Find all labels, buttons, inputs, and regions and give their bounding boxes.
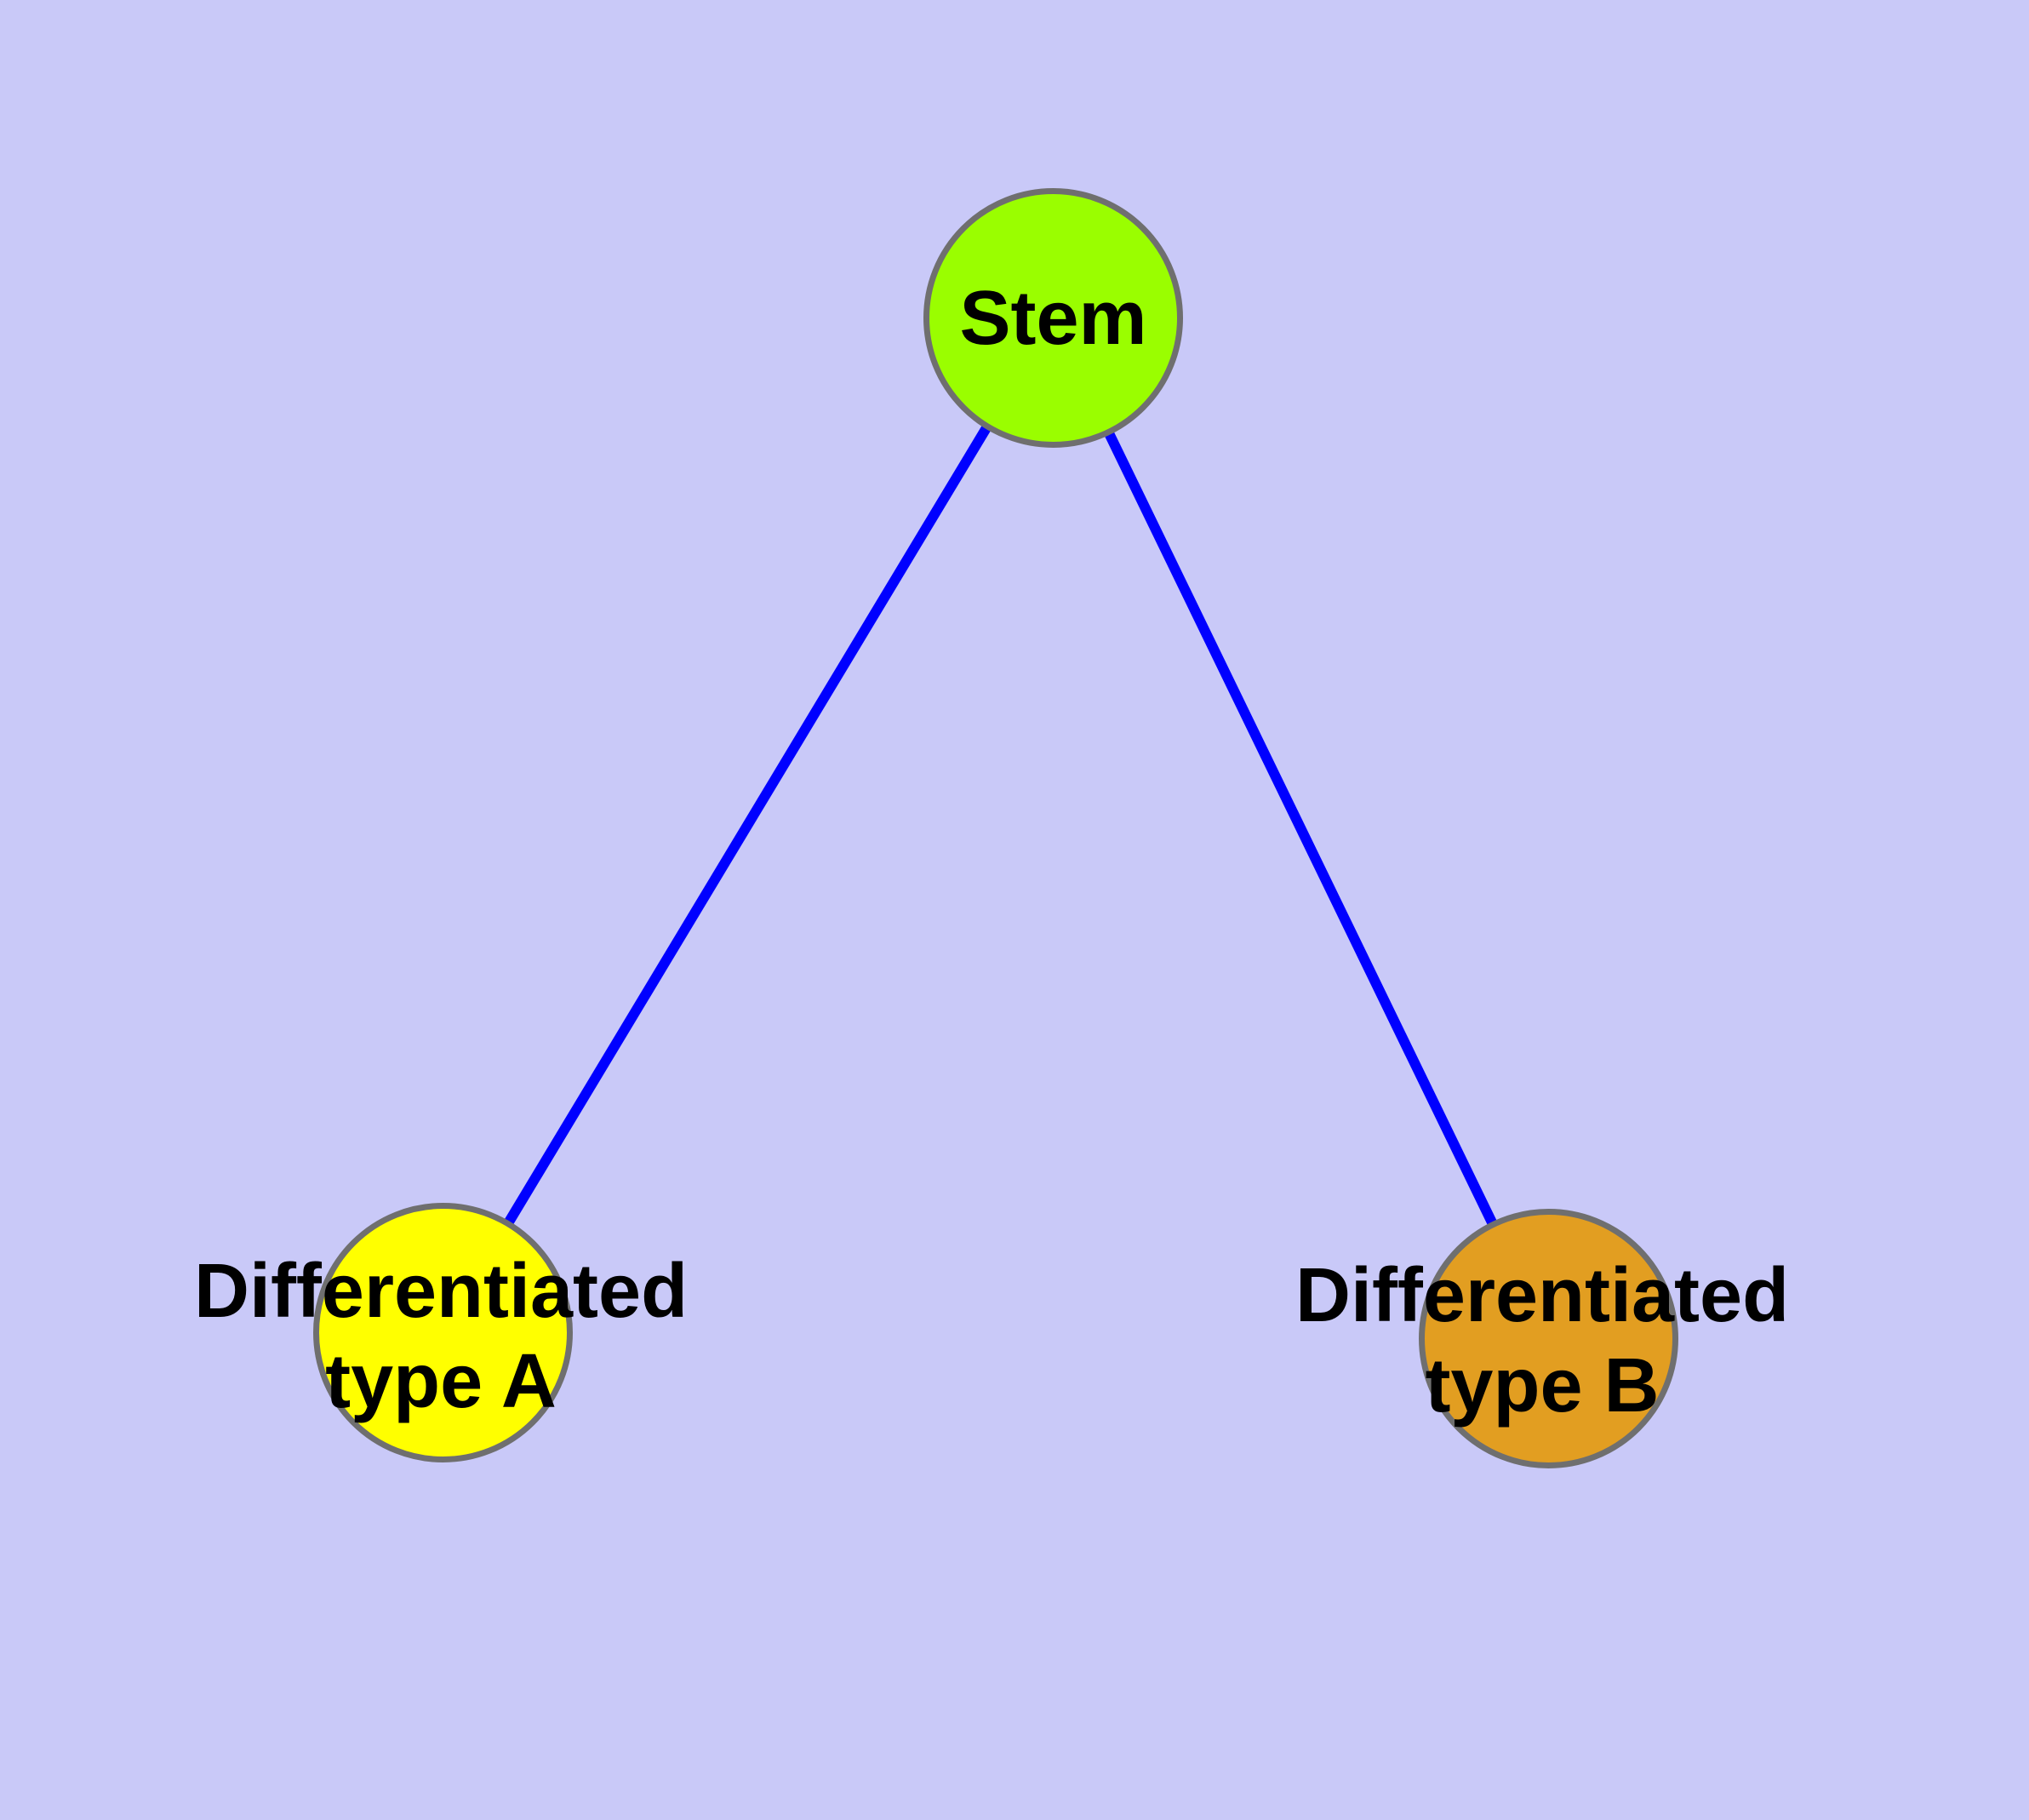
- node-differentiated-type-a: [313, 1203, 573, 1462]
- edge-stem-to-type-b: [1048, 315, 1553, 1341]
- edge-stem-to-type-a: [437, 314, 1058, 1336]
- node-stem-label: Stem: [959, 275, 1147, 361]
- node-differentiated-type-a-label: Differentiated type A: [194, 1246, 688, 1427]
- node-stem: Stem: [923, 188, 1183, 448]
- type-a-label-line2: type A: [325, 1339, 557, 1424]
- type-a-label-line1: Differentiated: [193, 1249, 689, 1334]
- type-b-label-line1: Differentiated: [1295, 1253, 1790, 1338]
- type-b-label-line2: type B: [1425, 1343, 1660, 1428]
- node-differentiated-type-b: [1419, 1209, 1678, 1468]
- node-differentiated-type-b-label: Differentiated type B: [1295, 1251, 1789, 1431]
